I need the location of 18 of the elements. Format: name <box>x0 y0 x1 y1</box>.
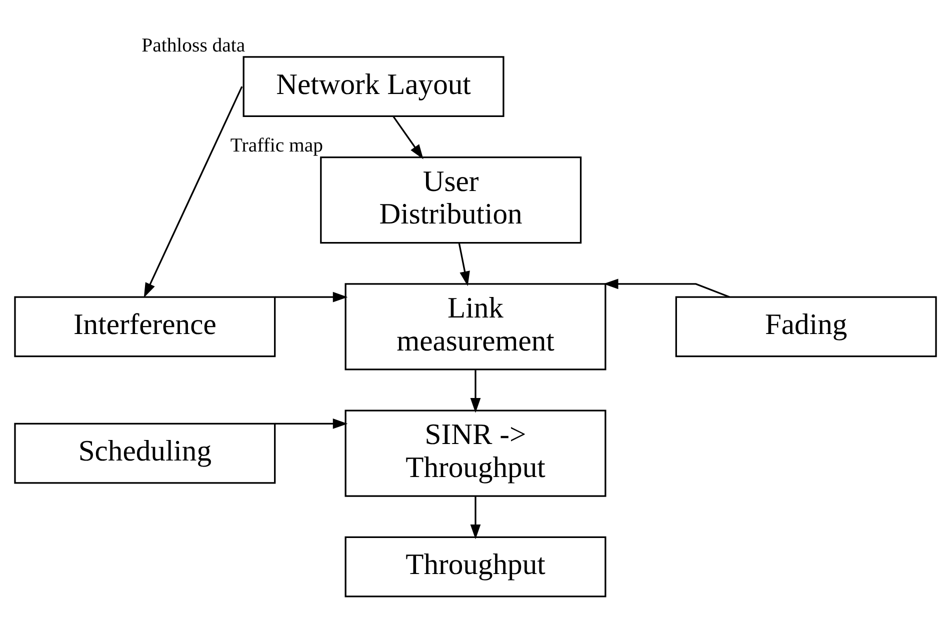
arrow <box>603 278 730 298</box>
arrow <box>470 370 481 413</box>
node-box: Scheduling <box>14 422 276 484</box>
node-box: Link measurement <box>344 283 606 370</box>
node-label: Pathloss data <box>142 34 246 56</box>
node-box: Throughput <box>344 536 606 598</box>
node-box: User Distribution <box>320 156 582 244</box>
node-box: Fading <box>675 296 937 358</box>
arrow <box>144 86 243 298</box>
node-label: Traffic map <box>230 134 323 157</box>
node-box: Interference <box>14 296 276 358</box>
arrow <box>470 496 481 540</box>
arrow <box>275 292 348 302</box>
node-box: SINR -> Throughput <box>344 410 606 497</box>
node-box: Network Layout <box>242 56 504 117</box>
arrow <box>275 418 348 429</box>
arrow <box>392 116 424 160</box>
arrow <box>458 243 470 286</box>
